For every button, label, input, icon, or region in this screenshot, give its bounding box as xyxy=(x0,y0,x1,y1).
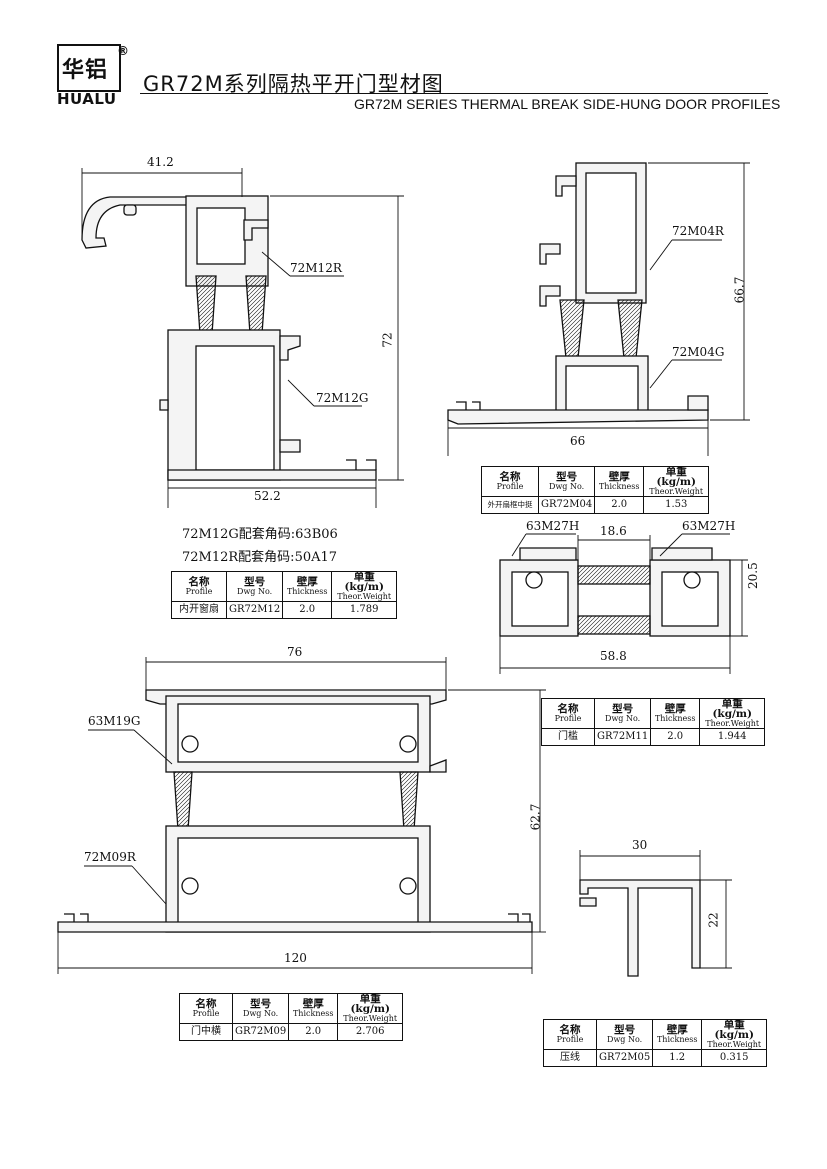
outer-sash-profile-drawing xyxy=(447,162,709,425)
dim-transom-height: 62.7 xyxy=(528,803,543,831)
logo-text-cn: 华铝 xyxy=(62,58,109,83)
dim-transom-top: 76 xyxy=(287,645,303,659)
dim-sash-height: 72 xyxy=(380,332,395,348)
table-row: 内开窗扇 GR72M12 2.0 1.789 xyxy=(171,601,398,619)
threshold-profile-drawing xyxy=(499,547,731,637)
header-divider xyxy=(140,93,768,94)
dim-threshold-gap: 18.6 xyxy=(600,524,627,538)
label-63M27H-left: 63M27H xyxy=(526,519,580,533)
table-row: 门中横 GR72M09 2.0 2.706 xyxy=(179,1023,404,1041)
logo-box xyxy=(57,44,121,92)
dim-bead-width: 30 xyxy=(632,838,648,852)
leader-lines xyxy=(84,239,730,905)
label-72M12R: 72M12R xyxy=(290,261,342,275)
note-corner-key-g: 72M12G配套角码:63B06 xyxy=(182,527,338,542)
label-72M09R: 72M09R xyxy=(84,850,136,864)
dim-outer-width: 66 xyxy=(570,434,586,448)
dim-sash-top: 41.2 xyxy=(147,155,174,169)
label-63M27H-right: 63M27H xyxy=(682,519,736,533)
dim-threshold-width: 58.8 xyxy=(600,649,627,663)
label-63M19G: 63M19G xyxy=(88,714,141,728)
sash-profile-drawing xyxy=(81,195,377,481)
bead-profile-drawing xyxy=(579,879,701,977)
registered-mark: ® xyxy=(117,44,129,58)
table-row: 外开扇框中挺 GR72M04 2.0 1.53 xyxy=(481,496,710,514)
table-row: 门槛 GR72M11 2.0 1.944 xyxy=(541,728,766,746)
page-title-en: GR72M SERIES THERMAL BREAK SIDE-HUNG DOO… xyxy=(354,96,781,112)
table-row: 压线 GR72M05 1.2 0.315 xyxy=(543,1049,768,1067)
dimension-lines xyxy=(57,162,750,974)
dim-bead-height: 22 xyxy=(706,912,721,928)
dim-threshold-height: 20.5 xyxy=(746,562,760,589)
transom-profile-drawing xyxy=(57,689,533,933)
logo-text-en: HUALU xyxy=(57,90,117,108)
dim-sash-width: 52.2 xyxy=(254,489,281,503)
note-corner-key-r: 72M12R配套角码:50A17 xyxy=(182,550,338,565)
label-72M04R: 72M04R xyxy=(672,224,724,238)
label-72M12G: 72M12G xyxy=(316,391,369,405)
dim-outer-height: 66.7 xyxy=(732,276,747,304)
label-72M04G: 72M04G xyxy=(672,345,725,359)
dim-transom-width: 120 xyxy=(284,951,307,965)
page-title-cn: GR72M系列隔热平开门型材图 xyxy=(143,72,444,96)
th-weight: 单重(kg/m)Theor.Weight xyxy=(643,466,710,497)
